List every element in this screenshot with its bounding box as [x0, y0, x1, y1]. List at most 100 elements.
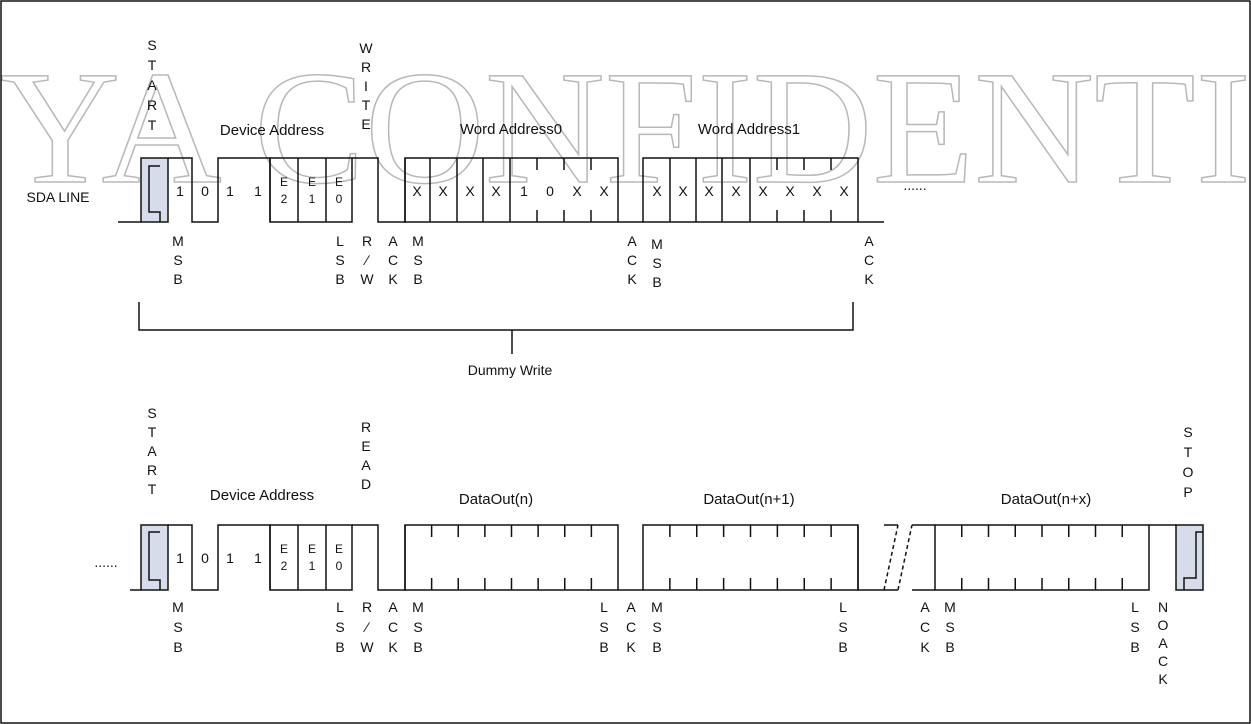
stop-condition-box [1175, 524, 1204, 591]
device-address-label: Device Address [220, 122, 324, 139]
word-address-bit: X [412, 183, 422, 199]
read-label: E [361, 438, 370, 454]
continuation-dots: ...... [94, 554, 117, 570]
start-label: A [147, 443, 157, 459]
lsb-label: S [1130, 619, 1139, 635]
break-slash [883, 524, 899, 591]
word-address-bit: X [678, 183, 688, 199]
msb-label: S [173, 619, 182, 635]
msb-label: B [413, 639, 422, 655]
msb-label: M [172, 599, 184, 615]
msb-label: B [413, 271, 422, 287]
ack-label: A [864, 233, 874, 249]
lsb-label: B [335, 271, 344, 287]
read-label: R [361, 419, 371, 435]
ack-label: C [920, 619, 930, 635]
stop-label: P [1183, 484, 1192, 500]
e-bits-box [269, 157, 353, 223]
ack-label: C [388, 619, 398, 635]
device-bit: 1 [226, 183, 234, 199]
no-ack-label: A [1158, 635, 1168, 651]
dummy-write-bracket [138, 302, 854, 331]
stop-label: O [1183, 464, 1194, 480]
data-out-n-label: DataOut(n) [459, 491, 533, 508]
e-bit-label: E [280, 175, 288, 189]
rw-label: R [362, 233, 372, 249]
lsb-label: B [1130, 639, 1139, 655]
word-address-bit: X [438, 183, 448, 199]
start-label: A [147, 77, 157, 93]
word-address-bit: X [652, 183, 662, 199]
ack-label: K [864, 271, 874, 287]
lsb-label: S [838, 619, 847, 635]
lsb-label: L [336, 599, 344, 615]
word-address-bit: X [599, 183, 609, 199]
no-ack-label: K [1158, 671, 1168, 687]
start-label: T [148, 424, 157, 440]
word-address-bit: X [785, 183, 795, 199]
device-bit: 1 [254, 550, 262, 566]
e-bit-label: 0 [336, 192, 343, 206]
msb-label: B [945, 639, 954, 655]
stop-label: T [1184, 444, 1193, 460]
confidential-watermark: YA CONFIDENTI [0, 39, 1251, 218]
msb-label: S [652, 619, 661, 635]
start-label: R [147, 97, 157, 113]
msb-label: S [173, 252, 182, 268]
ack-label: K [920, 639, 930, 655]
word-address0-label: Word Address0 [460, 121, 562, 138]
ack-label: K [627, 271, 637, 287]
lsb-label: B [599, 639, 608, 655]
msb-label: B [173, 639, 182, 655]
e-bit-label: 0 [336, 559, 343, 573]
e-bit-label: E [335, 175, 343, 189]
device-bit: 1 [176, 183, 184, 199]
start-label: S [147, 405, 156, 421]
lsb-label: S [335, 619, 344, 635]
data-out-nx-label: DataOut(n+x) [1001, 491, 1091, 508]
word-address-bit: X [465, 183, 475, 199]
write-label: I [364, 78, 368, 94]
lsb-label: L [600, 599, 608, 615]
msb-label: M [172, 233, 184, 249]
e-bit-label: 2 [281, 559, 288, 573]
rw-label: ∕ [363, 619, 371, 635]
msb-label: S [652, 255, 661, 271]
start-label: S [147, 37, 156, 53]
device-bit: 0 [201, 183, 209, 199]
rw-ack-trace [352, 524, 406, 591]
ack-label: A [388, 599, 398, 615]
rw-label: W [360, 271, 374, 287]
word-address0-box [404, 157, 619, 223]
break-trace [857, 525, 884, 591]
msb-label: B [173, 271, 182, 287]
e-bit-label: 1 [309, 192, 316, 206]
read-label: D [361, 476, 371, 492]
device-bit: 1 [176, 550, 184, 566]
word-address-bit: 0 [546, 183, 554, 199]
word-address-bit: X [839, 183, 849, 199]
ack-label: C [626, 619, 636, 635]
device-bit: 0 [201, 550, 209, 566]
write-label: T [362, 97, 371, 113]
data-out-n1-label: DataOut(n+1) [703, 491, 794, 508]
lsb-label: S [599, 619, 608, 635]
word-address-bit: X [731, 183, 741, 199]
rw-label: W [360, 639, 374, 655]
device-address-label: Device Address [210, 487, 314, 504]
ack-label: K [626, 639, 636, 655]
no-ack-label: N [1158, 599, 1168, 615]
lsb-label: S [335, 252, 344, 268]
msb-label: S [945, 619, 954, 635]
start-condition-box [140, 524, 169, 591]
word-address-bit: X [572, 183, 582, 199]
e-bit-label: E [335, 542, 343, 556]
rw-label: R [362, 599, 372, 615]
lsb-label: L [1131, 599, 1139, 615]
lsb-label: B [838, 639, 847, 655]
sda-line-label: SDA LINE [26, 189, 89, 205]
e-bit-label: E [308, 175, 316, 189]
ack-label: C [864, 252, 874, 268]
